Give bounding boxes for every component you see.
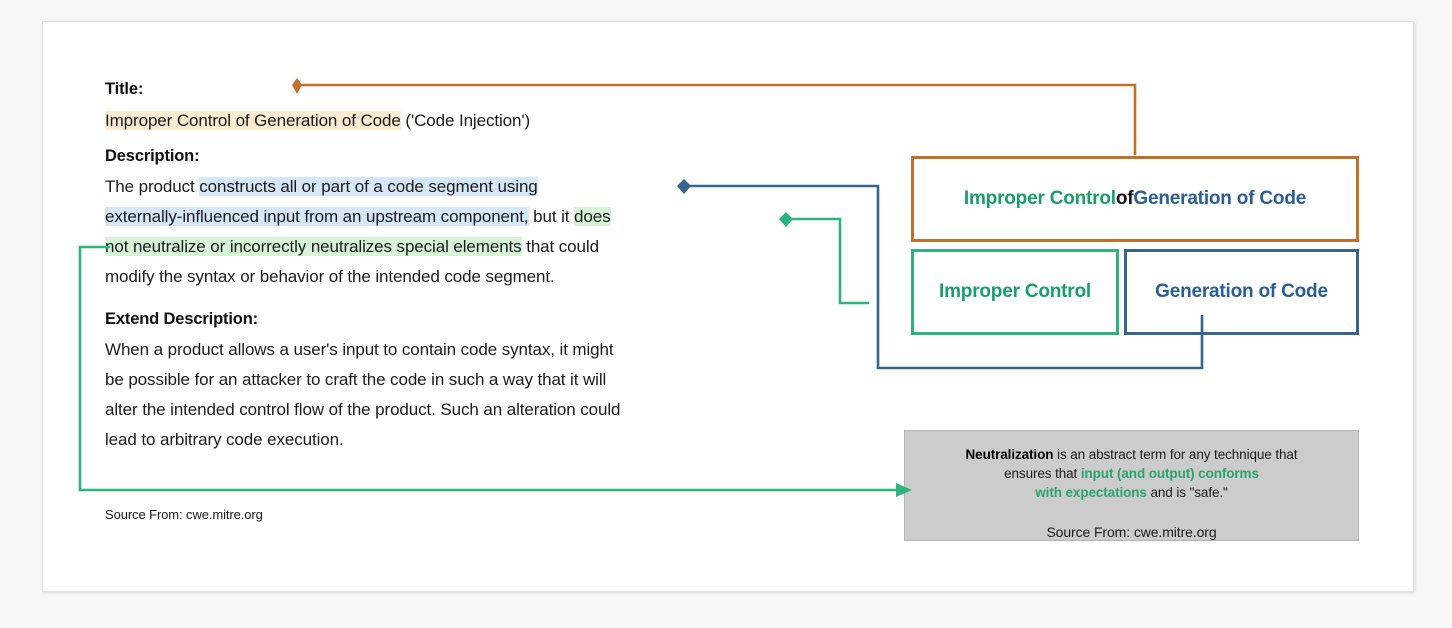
extend-line-2: be possible for an attacker to craft the… [105, 370, 607, 389]
description-line-4: modify the syntax or behavior of the int… [105, 262, 611, 292]
desc-2-green: does [574, 207, 611, 226]
note-line-1-rest: is an abstract term for any technique th… [1053, 447, 1298, 462]
desc-3-plain: that could [521, 237, 599, 256]
title-highlight-text: Improper Control of Generation of Code [105, 111, 401, 130]
extend-line-1: When a product allows a user's input to … [105, 340, 614, 359]
description-label: Description: [105, 147, 200, 165]
desc-3-green: not neutralize or incorrectly neutralize… [105, 237, 522, 256]
title-label: Title: [105, 80, 144, 98]
note-term: Neutralization [965, 447, 1054, 462]
node-top-part-black: of [1115, 188, 1134, 209]
source-left-label: Source From: cwe.mitre.org [105, 507, 263, 522]
extend-line-4: lead to arbitrary code execution. [105, 430, 344, 449]
note-line-3-rest: and is "safe." [1146, 485, 1228, 500]
note-line-3: with expectations and is "safe." [905, 483, 1358, 502]
node-left-label: Improper Control [939, 281, 1091, 302]
desc-1-plain: The product [105, 177, 200, 196]
note-line-1: Neutralization is an abstract term for a… [905, 445, 1358, 464]
node-top-part-green: Improper Control [963, 188, 1116, 209]
desc-2-blue: externally-influenced input from an upst… [105, 207, 529, 226]
desc-1-blue: constructs all or part of a code segment… [199, 177, 538, 196]
node-improper-control-of-generation-of-code[interactable]: Improper Control of Generation of Code [911, 156, 1359, 242]
desc-2-plain: but it [528, 207, 575, 226]
description-line-2: externally-influenced input from an upst… [105, 202, 611, 232]
description-line-1: The product constructs all or part of a … [105, 172, 611, 202]
note-line-2-plain: ensures that [1004, 466, 1081, 481]
node-right-label: Generation of Code [1155, 281, 1328, 302]
node-top-part-blue: Generation of Code [1133, 188, 1307, 209]
extend-description-label: Extend Description: [105, 310, 259, 328]
note-line-2: ensures that input (and output) conforms [905, 464, 1358, 483]
description-line-3: not neutralize or incorrectly neutralize… [105, 232, 611, 262]
node-improper-control[interactable]: Improper Control [911, 249, 1119, 335]
description-section: Description: The product constructs all … [105, 147, 611, 292]
node-generation-of-code[interactable]: Generation of Code [1124, 249, 1359, 335]
title-suffix-text: ('Code Injection') [400, 111, 531, 130]
note-source-label: Source From: cwe.mitre.org [1046, 524, 1217, 540]
title-section: Title: Improper Control of Generation of… [105, 80, 530, 136]
diagram-card: Title: Improper Control of Generation of… [42, 21, 1414, 592]
note-line-2-green: input (and output) conforms [1080, 466, 1259, 481]
title-value: Improper Control of Generation of Code (… [105, 106, 530, 136]
extend-description-section: Extend Description: When a product allow… [105, 310, 621, 455]
note-line-3-green: with expectations [1035, 485, 1147, 500]
desc-4-plain: modify the syntax or behavior of the int… [105, 267, 555, 286]
neutralization-note-box: Neutralization is an abstract term for a… [904, 430, 1359, 541]
extend-line-3: alter the intended control flow of the p… [105, 400, 621, 419]
